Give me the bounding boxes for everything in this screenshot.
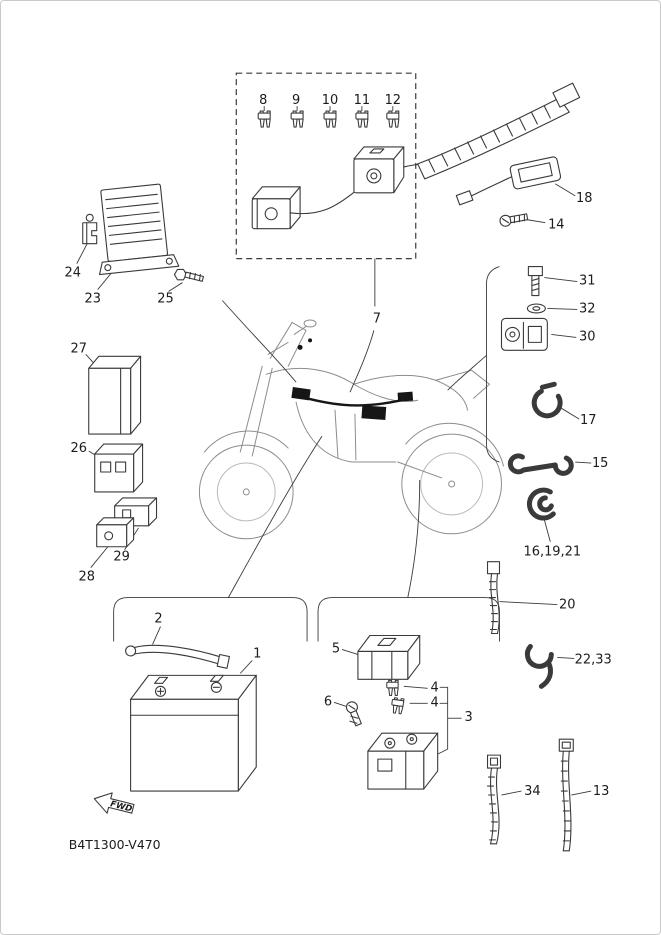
clamp-22-33 — [524, 643, 554, 689]
clamp-24 — [82, 213, 98, 245]
starter-relay-3 — [367, 732, 439, 790]
clamp-17 — [531, 381, 563, 419]
fuse-icon-12 — [386, 110, 400, 128]
part-label-20: 20 — [559, 598, 575, 613]
part-label-6: 6 — [324, 694, 332, 709]
part-label-22-33: 22,33 — [575, 652, 612, 667]
band-20 — [486, 561, 501, 635]
part-label-18: 18 — [576, 191, 592, 206]
part-label-29: 29 — [113, 550, 129, 565]
diagram-code: B4T1300-V470 — [69, 837, 161, 852]
sensor-18 — [455, 156, 562, 206]
part-label-12: 12 — [385, 93, 401, 108]
washer-32 — [526, 303, 546, 314]
fuse-icon-9 — [290, 110, 304, 128]
motorcycle-sketch — [198, 319, 504, 540]
bolt-25 — [173, 268, 205, 282]
fuse-icon-8 — [257, 110, 271, 128]
part-label-7: 7 — [373, 311, 381, 326]
screw-6 — [345, 701, 362, 727]
battery-1 — [130, 674, 257, 792]
part-label-24: 24 — [65, 266, 81, 281]
part-label-2: 2 — [154, 612, 162, 627]
wire-harness — [417, 82, 581, 180]
part-label-17: 17 — [580, 413, 596, 428]
part-label-31: 31 — [579, 274, 595, 289]
cable-tie-13 — [558, 738, 574, 852]
part-label-3: 3 — [464, 710, 472, 725]
rectifier-regulator-23 — [98, 183, 180, 276]
part-label-14: 14 — [548, 218, 564, 233]
unit-box-27 — [88, 355, 142, 435]
part-label-11: 11 — [354, 93, 370, 108]
relay-unit-a — [251, 186, 301, 230]
cover-5 — [357, 634, 421, 680]
screw-14 — [499, 213, 529, 227]
part-label-32: 32 — [579, 301, 595, 316]
fwd-arrow: FWD — [93, 792, 135, 814]
fuse-icon-10 — [323, 110, 337, 128]
part-label-26: 26 — [71, 441, 87, 456]
clamp-15 — [507, 453, 574, 476]
part-label-10: 10 — [322, 93, 338, 108]
cable-tie-34 — [486, 754, 502, 845]
fuse-icon-11 — [355, 110, 369, 128]
part-label-13: 13 — [593, 784, 609, 799]
fuse-icon-4b — [390, 696, 405, 715]
part-label-16-19-21: 16,19,21 — [523, 545, 581, 560]
part-label-4a: 4 — [431, 680, 439, 695]
leader-lines — [76, 106, 592, 796]
part-label-27: 27 — [71, 341, 87, 356]
relay-unit-b — [353, 146, 405, 194]
part-label-28: 28 — [78, 570, 94, 585]
part-label-5: 5 — [332, 641, 340, 656]
part-label-23: 23 — [84, 292, 100, 307]
part-label-34: 34 — [524, 784, 540, 799]
sensor-30 — [500, 317, 548, 351]
part-label-25: 25 — [157, 292, 173, 307]
band-2 — [125, 644, 230, 669]
clamp-16-19-21 — [527, 487, 556, 521]
part-label-15: 15 — [592, 456, 608, 471]
relay-28 — [96, 517, 135, 548]
relay-26 — [94, 443, 144, 493]
fwd-label: FWD — [109, 798, 133, 813]
part-label-9: 9 — [292, 93, 300, 108]
part-label-8: 8 — [259, 93, 267, 108]
part-label-1: 1 — [253, 646, 261, 661]
fuse-icon-4a — [386, 679, 399, 697]
part-label-4b: 4 — [431, 695, 439, 710]
bolt-31 — [527, 266, 543, 297]
fuse-box-group-outline — [235, 72, 417, 260]
part-label-30: 30 — [579, 329, 595, 344]
